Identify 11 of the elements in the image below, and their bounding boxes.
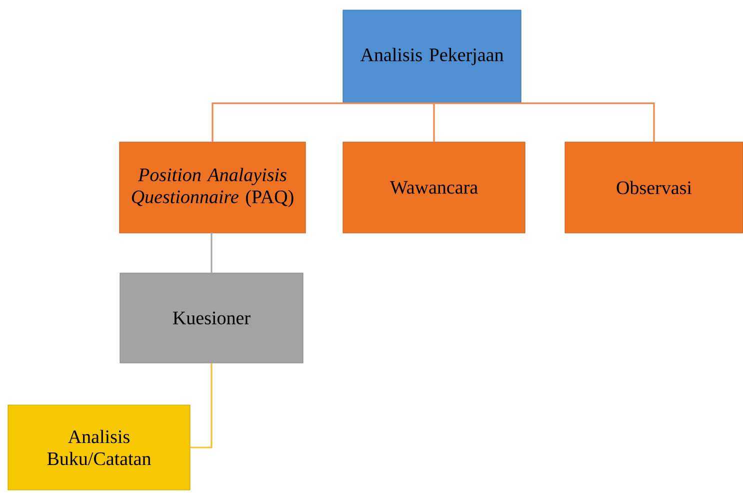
process-box: Position Analayisis Questionnaire (PAQ) (119, 142, 306, 234)
connector-line (190, 363, 212, 448)
process-box: Analisis Pekerjaan (342, 10, 522, 104)
connector-line (432, 102, 435, 142)
process-box: Observasi (564, 142, 743, 234)
connector-line (432, 102, 655, 142)
connector-line (212, 102, 432, 142)
process-box: Analisis Buku/Catatan (8, 404, 190, 490)
process-box: Kuesioner (120, 272, 304, 364)
process-box: Wawancara (342, 142, 526, 234)
connector-line (210, 232, 213, 273)
